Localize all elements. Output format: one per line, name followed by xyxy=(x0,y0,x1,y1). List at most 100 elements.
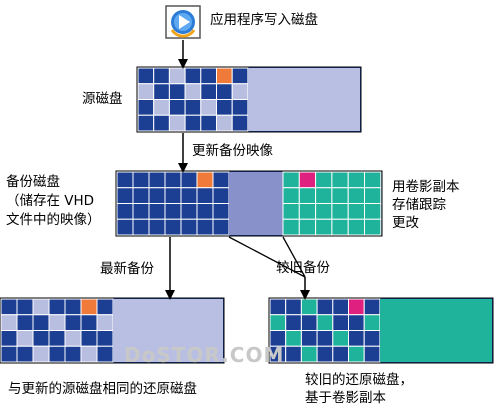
source-disk-blocks-block xyxy=(200,114,218,132)
restore-latest-blocks-block xyxy=(80,330,98,347)
source-disk-blocks-block xyxy=(137,99,155,116)
source-disk-blocks-block xyxy=(153,83,170,100)
restore-older-blocks-block xyxy=(269,314,287,331)
backup-disk-blocks-block xyxy=(212,218,230,236)
source-disk-blocks-block xyxy=(184,114,202,132)
backup-disk-blocks-block xyxy=(132,218,150,236)
shadow-copy-blocks-block xyxy=(315,187,333,204)
shadow-note-line-1: 用卷影副本 xyxy=(392,179,460,195)
backup-disk-blocks-block xyxy=(164,203,182,220)
shadow-copy-blocks-block xyxy=(347,171,366,189)
source-disk-blocks-block xyxy=(231,83,249,100)
restore-latest-blocks-block xyxy=(80,298,98,316)
restore-older-blocks xyxy=(269,298,381,363)
restore-latest-caption: 与更新的源磁盘相同的还原磁盘 xyxy=(8,381,197,397)
source-disk-blocks-block xyxy=(168,83,186,100)
shadow-copy-blocks-block xyxy=(331,187,349,204)
source-disk-blocks-block xyxy=(231,99,249,116)
shadow-copy-blocks-block xyxy=(347,203,366,220)
restore-latest-blocks-block xyxy=(32,314,50,331)
backup-disk-blocks-block xyxy=(180,203,198,220)
restore-older-blocks-block xyxy=(316,314,334,331)
shadow-copy-blocks-block xyxy=(331,171,349,189)
restore-latest-blocks-block xyxy=(48,345,66,363)
restore-older-blocks-block xyxy=(363,298,381,316)
restore-latest-blocks-block xyxy=(48,298,66,316)
shadow-copy-blocks-block xyxy=(331,218,349,236)
restore-latest-blocks-block xyxy=(96,298,114,316)
shadow-copy-blocks-block xyxy=(282,218,300,236)
restore-older-blocks-block xyxy=(316,345,334,363)
shadow-note-line-2: 存储跟踪 xyxy=(392,197,446,213)
source-disk-blocks-block xyxy=(231,67,249,85)
media-player-icon xyxy=(165,5,201,39)
backup-disk-blocks-block xyxy=(180,187,198,204)
backup-disk-blocks-block xyxy=(164,218,182,236)
backup-disk-blocks-block xyxy=(132,187,150,204)
restore-older-blocks-block xyxy=(285,314,302,331)
restore-latest-blocks xyxy=(0,298,114,363)
restore-latest-blocks-block xyxy=(32,330,50,347)
backup-disk-label-line-1: 备份磁盘 xyxy=(6,174,60,190)
restore-latest-blocks-block xyxy=(80,345,98,363)
restore-older-blocks-block xyxy=(300,314,318,331)
source-disk-blocks-block xyxy=(184,83,202,100)
backup-mid-region xyxy=(229,172,283,235)
shadow-copy-blocks-block xyxy=(347,187,366,204)
shadow-copy-blocks-block xyxy=(282,171,300,189)
restore-latest-blocks-block xyxy=(0,345,18,363)
restore-latest-blocks-block xyxy=(0,298,18,316)
restore-older-blocks-block xyxy=(285,330,302,347)
restore-latest-blocks-block xyxy=(32,345,50,363)
restore-latest-blocks-block xyxy=(0,314,18,331)
restore-older-blocks-block xyxy=(348,298,365,316)
restore-older-blocks-block xyxy=(300,298,318,316)
source-disk-blocks-block xyxy=(216,67,233,85)
restore-latest-blocks-block xyxy=(64,298,82,316)
restore-older-blocks-block xyxy=(285,298,302,316)
backup-disk-blocks-block xyxy=(116,203,134,220)
connector-right xyxy=(282,236,306,278)
source-disk-blocks-block xyxy=(216,114,233,132)
restore-older-caption-line-1: 较旧的还原磁盘， xyxy=(305,372,413,388)
source-disk-blocks-block xyxy=(137,67,155,85)
backup-disk-blocks-block xyxy=(148,218,166,236)
restore-latest-blocks-block xyxy=(16,330,34,347)
update-backup-label: 更新备份映像 xyxy=(192,143,273,159)
watermark: DoSTOR.COM xyxy=(124,343,285,367)
shadow-copy-blocks-block xyxy=(364,203,382,220)
backup-disk-blocks-block xyxy=(212,171,230,189)
backup-disk-blocks-block xyxy=(212,203,230,220)
backup-disk-blocks-block xyxy=(196,218,214,236)
shadow-copy-blocks-block xyxy=(331,203,349,220)
backup-disk-blocks-block xyxy=(164,171,182,189)
shadow-copy-blocks-block xyxy=(315,203,333,220)
restore-older-blocks-block xyxy=(316,298,334,316)
source-disk-blocks-block xyxy=(200,67,218,85)
restore-latest-blocks-block xyxy=(32,298,50,316)
backup-disk-blocks xyxy=(116,171,230,236)
backup-disk-blocks-block xyxy=(164,187,182,204)
restore-older-blocks-block xyxy=(300,330,318,347)
shadow-copy-blocks-block xyxy=(298,171,317,189)
restore-older-blocks-block xyxy=(363,330,381,347)
restore-latest-blocks-block xyxy=(80,314,98,331)
shadow-copy-blocks-block xyxy=(315,171,333,189)
restore-older-blocks-block xyxy=(348,330,365,347)
source-disk-blocks-block xyxy=(168,67,186,85)
restore-latest-blocks-block xyxy=(16,345,34,363)
restore-older-blocks-block xyxy=(348,345,365,363)
backup-disk-blocks-block xyxy=(196,187,214,204)
latest-backup-label: 最新备份 xyxy=(100,261,154,277)
backup-disk-blocks-block xyxy=(148,187,166,204)
backup-disk-label-line-3: 文件中的映像） xyxy=(6,212,101,228)
backup-disk-blocks-block xyxy=(132,171,150,189)
connector-left xyxy=(228,236,306,278)
shadow-copy-blocks-block xyxy=(282,203,300,220)
restore-latest-blocks-block xyxy=(16,298,34,316)
backup-disk-blocks-block xyxy=(116,218,134,236)
shadow-copy-blocks-block xyxy=(298,187,317,204)
source-disk-blocks-block xyxy=(216,99,233,116)
restore-latest-blocks-block xyxy=(64,314,82,331)
